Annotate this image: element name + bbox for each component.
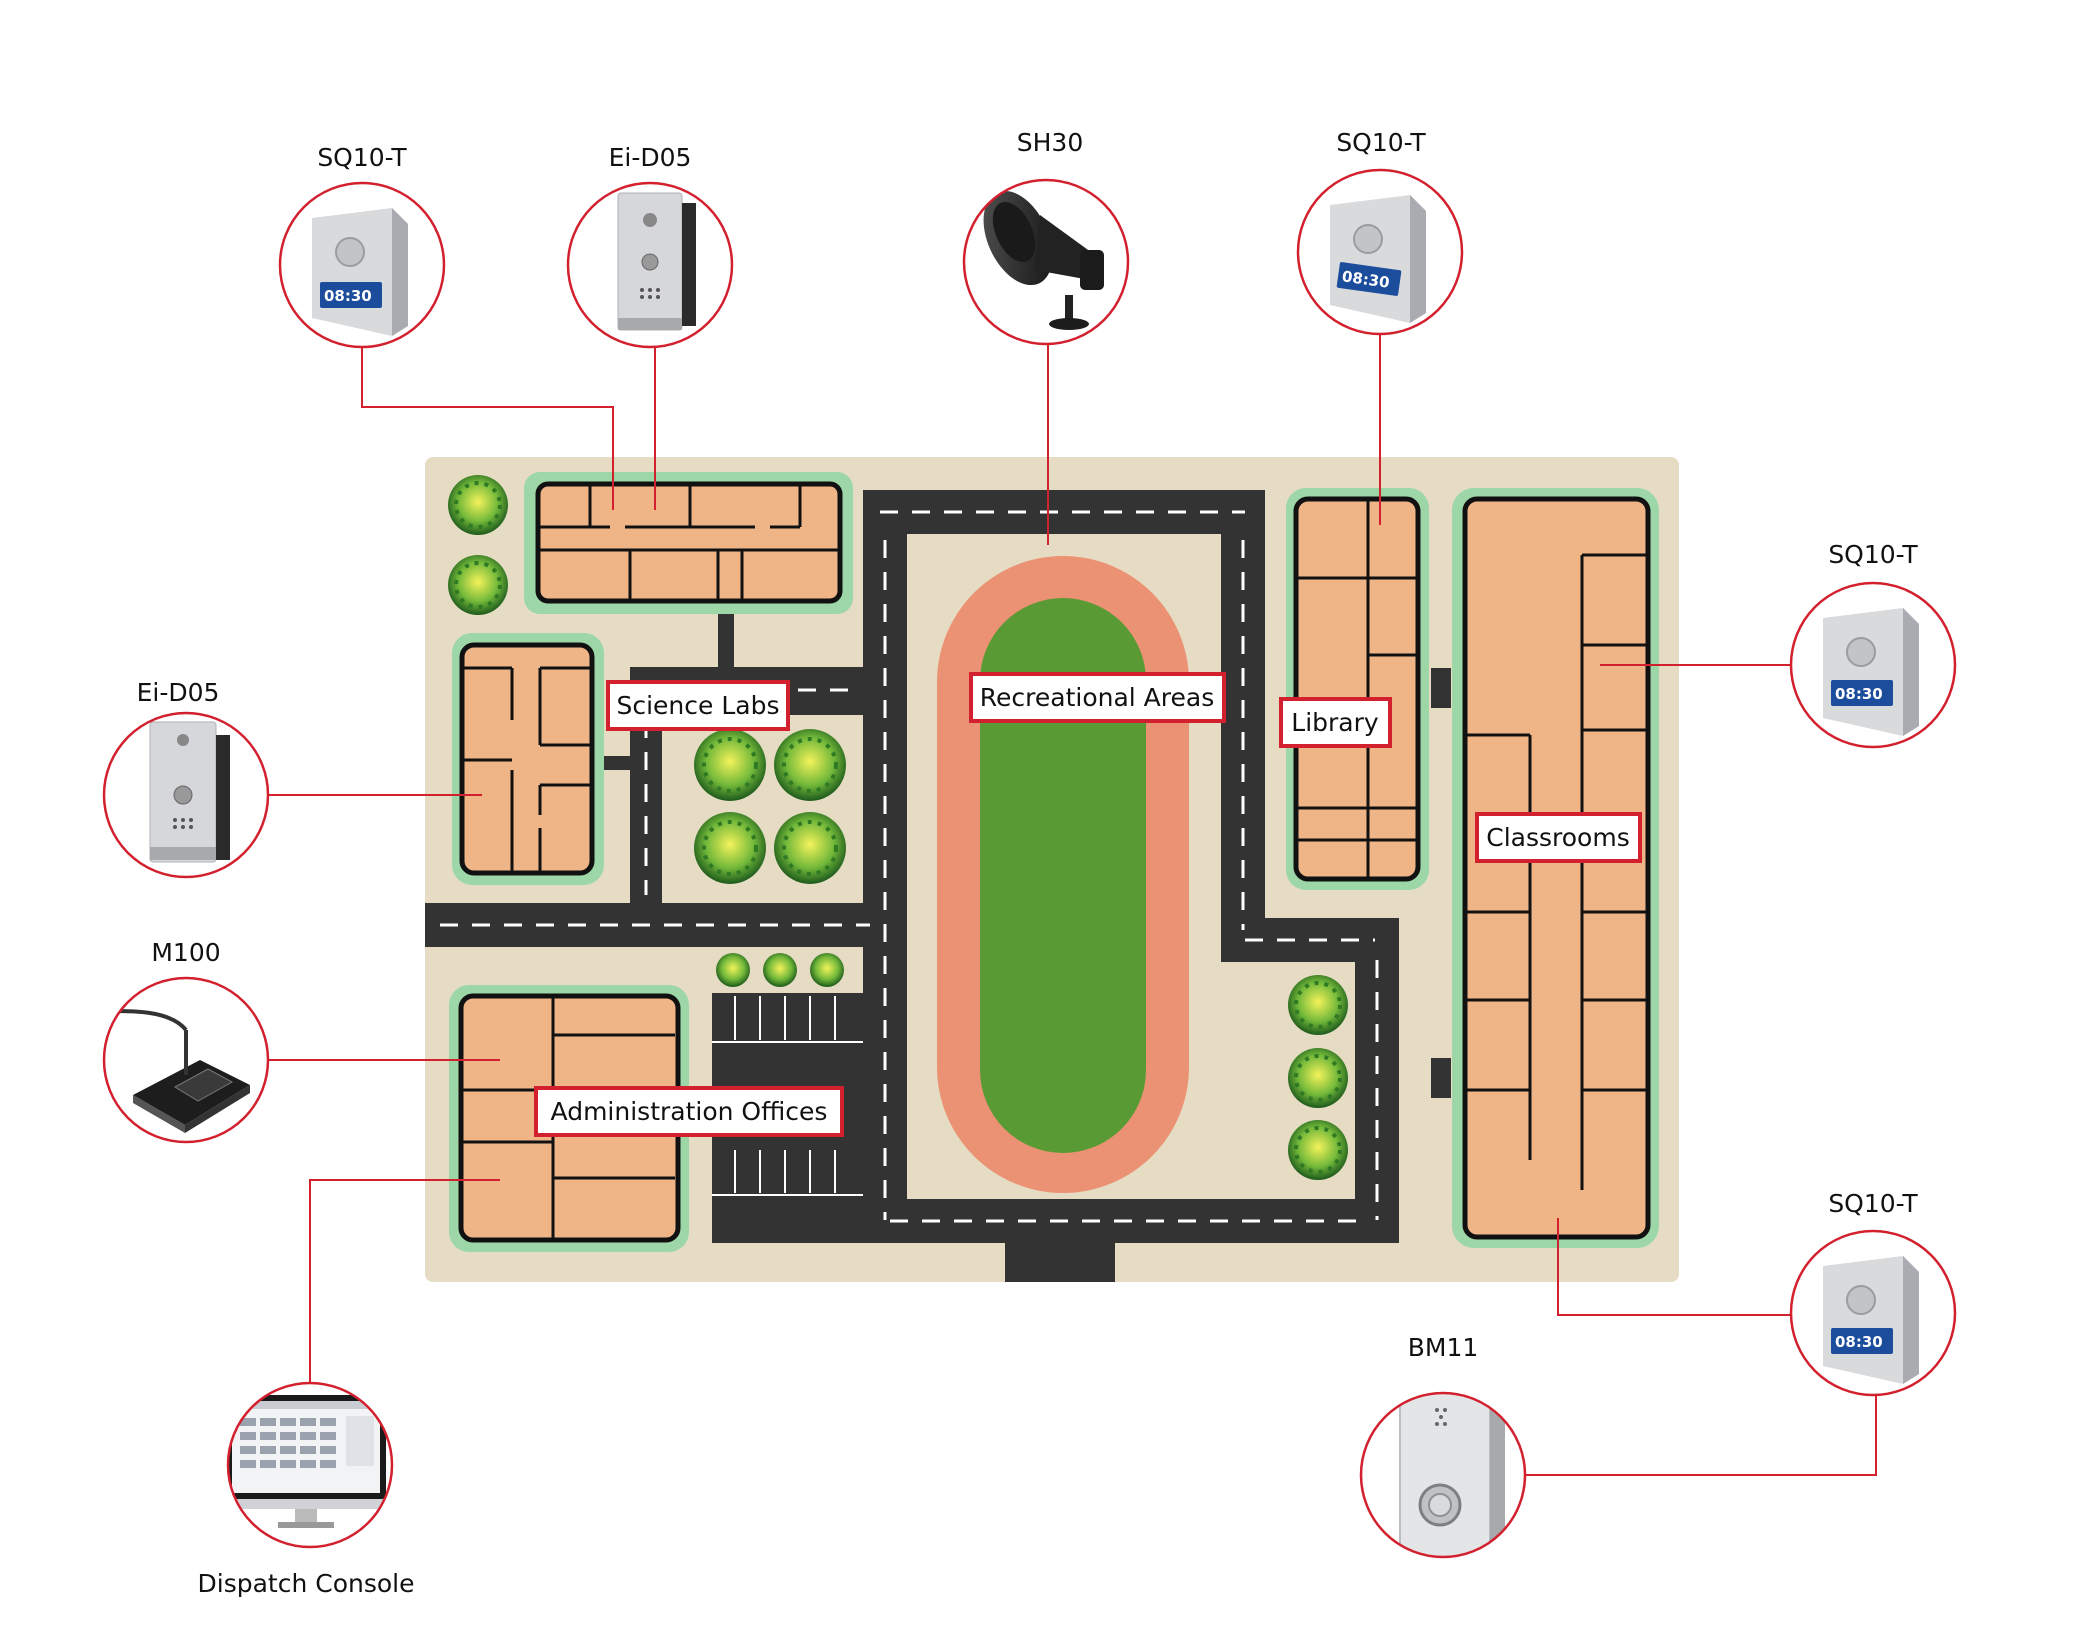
device-label: SQ10-T — [1828, 1189, 1918, 1218]
speaker-screen-time: 08:30 — [1835, 1333, 1883, 1351]
link-sq10-nw — [361, 347, 614, 510]
device-label: BM11 — [1408, 1333, 1479, 1362]
zone-label-library: Library — [1279, 697, 1392, 748]
device-node-sh30: SH30 — [962, 128, 1130, 346]
building-north — [524, 472, 853, 614]
recreation-area — [907, 534, 1221, 1199]
parking-stalls — [712, 996, 863, 1196]
device-label: SH30 — [1017, 128, 1083, 157]
speaker-screen-time: 08:30 — [1835, 685, 1883, 703]
monitor-icon — [228, 1395, 386, 1528]
tree — [1288, 1120, 1348, 1180]
zone-label-classrooms: Classrooms — [1475, 812, 1642, 863]
microphone-console-icon — [104, 1004, 250, 1133]
zone-label-recreation: Recreational Areas — [969, 672, 1226, 723]
device-label: M100 — [151, 938, 220, 967]
device-node-sq10-se: 08:30 SQ10-T — [1789, 1189, 1957, 1397]
building-classrooms — [1452, 488, 1659, 1248]
speaker-icon: 08:30 — [1330, 195, 1426, 323]
device-node-sq10-ne: 08:30 SQ10-T — [1296, 128, 1464, 336]
device-node-dispatch: Dispatch Console — [198, 1381, 415, 1598]
device-label: Ei-D05 — [609, 143, 692, 172]
device-node-eid05-w: Ei-D05 — [102, 678, 270, 879]
tree — [774, 812, 846, 884]
tree — [448, 555, 508, 615]
tree — [810, 953, 844, 987]
building-science-labs — [452, 633, 604, 885]
speaker-icon: 08:30 — [1823, 608, 1919, 736]
tree — [1288, 975, 1348, 1035]
link-bm11 — [1525, 1395, 1877, 1476]
device-node-bm11: BM11 — [1359, 1333, 1527, 1559]
svg-text:Recreational Areas: Recreational Areas — [980, 683, 1214, 712]
intercom-icon — [617, 192, 696, 331]
intercom-icon — [149, 721, 230, 863]
tree — [774, 729, 846, 801]
speaker-icon: 08:30 — [312, 208, 408, 336]
device-label: Dispatch Console — [198, 1569, 415, 1598]
svg-text:Library: Library — [1291, 708, 1379, 737]
device-label: SQ10-T — [317, 143, 407, 172]
zone-label-admin: Administration Offices — [534, 1086, 844, 1137]
tree — [448, 475, 508, 535]
tree — [1288, 1048, 1348, 1108]
road-markings — [440, 510, 1379, 1223]
svg-text:Administration Offices: Administration Offices — [551, 1097, 828, 1126]
tree — [716, 953, 750, 987]
speaker-screen-time: 08:30 — [324, 287, 372, 305]
building-library — [1286, 488, 1429, 890]
device-label: SQ10-T — [1828, 540, 1918, 569]
device-node-sq10-e: 08:30 SQ10-T — [1789, 540, 1957, 749]
device-label: Ei-D05 — [137, 678, 220, 707]
device-node-sq10-nw: 08:30 SQ10-T — [278, 143, 446, 349]
svg-text:Science Labs: Science Labs — [616, 691, 779, 720]
link-dispatch — [309, 1179, 500, 1383]
zone-label-science: Science Labs — [606, 680, 790, 731]
tree — [763, 953, 797, 987]
connector-lines — [268, 334, 1877, 1476]
device-node-eid05-top: Ei-D05 — [566, 143, 734, 349]
svg-text:Classrooms: Classrooms — [1486, 823, 1629, 852]
trees — [448, 475, 1348, 1180]
tree — [694, 812, 766, 884]
tree — [694, 729, 766, 801]
device-node-m100: M100 — [102, 938, 270, 1144]
speaker-icon: 08:30 — [1823, 1256, 1919, 1384]
call-button-icon — [1399, 1393, 1505, 1557]
horn-icon — [983, 190, 1104, 330]
link-sq10-se — [1557, 1218, 1792, 1316]
device-label: SQ10-T — [1336, 128, 1426, 157]
